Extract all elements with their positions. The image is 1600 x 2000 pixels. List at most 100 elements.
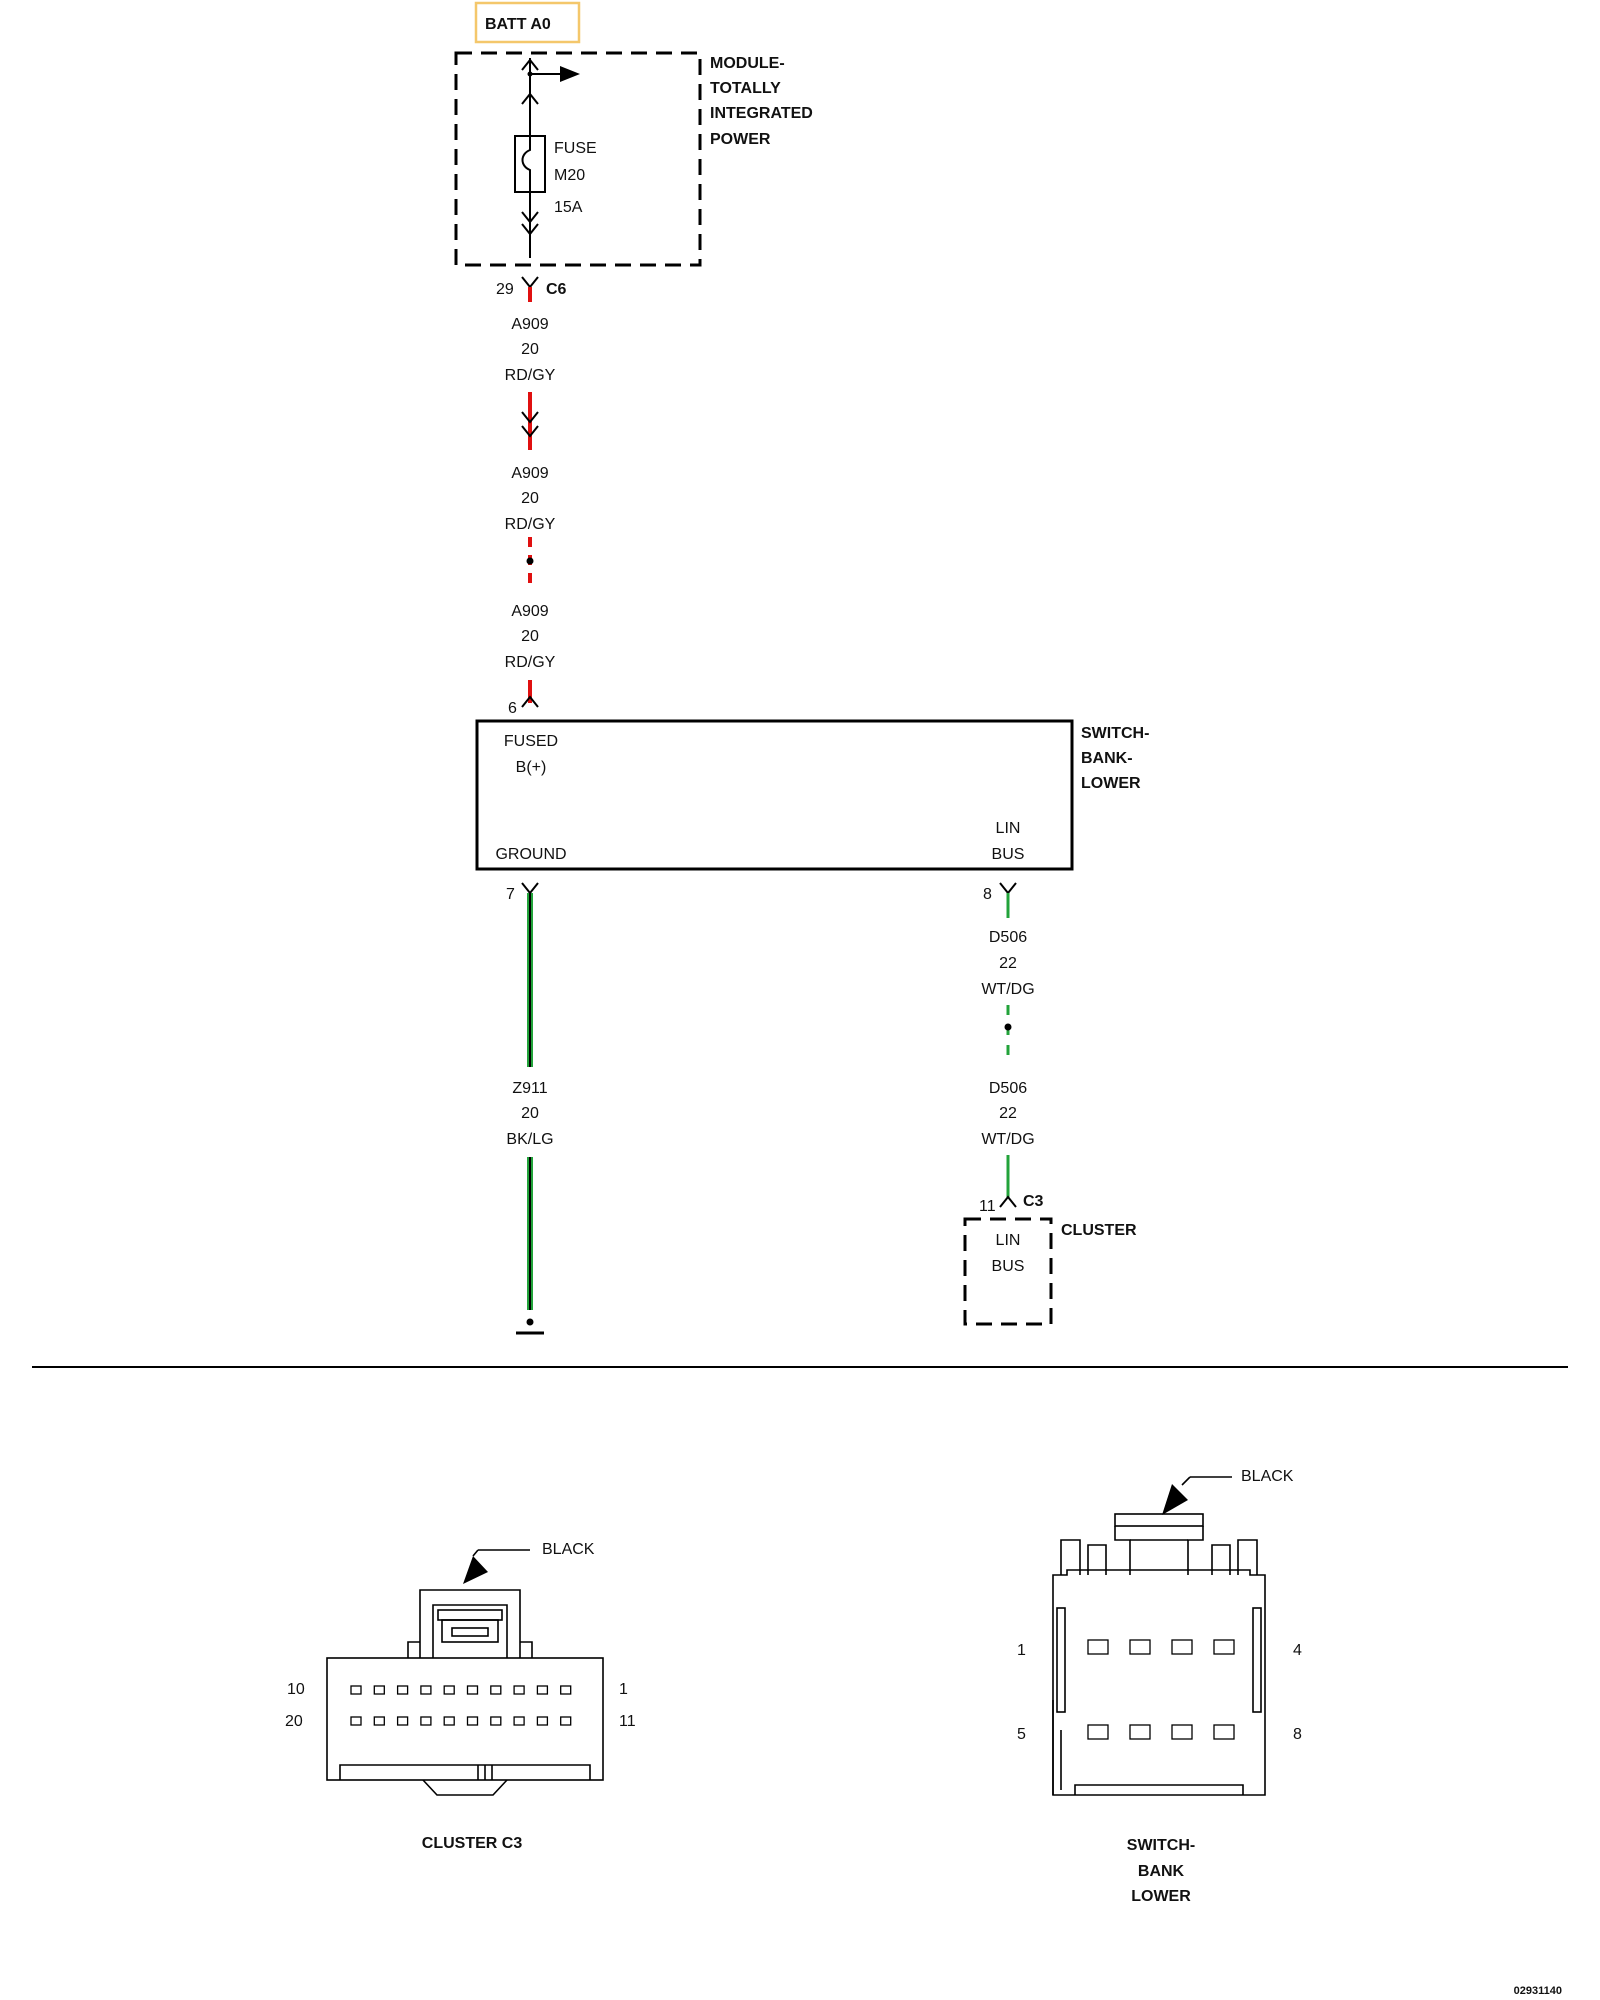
c3-pin-cavity — [396, 1685, 409, 1695]
c3-pin-cavity — [536, 1685, 549, 1695]
switch-lin-bus-label: LIN BUS — [992, 820, 1025, 863]
splice-dot — [526, 557, 534, 565]
black-pointer-arrow-2 — [1162, 1484, 1188, 1515]
c3-pin-cavity — [536, 1716, 549, 1726]
svg-text:LIN: LIN — [996, 1232, 1021, 1249]
c6-name: C6 — [546, 281, 567, 298]
svg-text:MODULE-: MODULE- — [710, 55, 785, 72]
tipm-box — [454, 51, 702, 267]
svg-text:WT/DG: WT/DG — [981, 981, 1034, 998]
svg-text:TOTALLY: TOTALLY — [710, 80, 781, 97]
wire-a909-label-1: A909 20 RD/GY — [505, 316, 556, 384]
sb-pin-cavity — [1129, 1724, 1151, 1740]
svg-text:Z911: Z911 — [512, 1080, 547, 1097]
c3-pin-cavity — [420, 1685, 432, 1695]
svg-text:15A: 15A — [554, 199, 583, 216]
cluster-lin-bus-label: LIN BUS — [992, 1232, 1025, 1275]
cluster-c3-face-view — [326, 1549, 604, 1796]
tipm-name: MODULE- TOTALLY INTEGRATED POWER — [710, 55, 813, 148]
svg-text:RD/GY: RD/GY — [505, 367, 556, 384]
c3-pin-cavity — [420, 1716, 432, 1726]
c3-title: CLUSTER C3 — [422, 1835, 523, 1852]
inline-connector-icon — [521, 411, 539, 438]
ground-icon — [516, 1318, 544, 1335]
c3-pin-cavity — [373, 1685, 385, 1695]
fused-b-plus-label: FUSED B(+) — [504, 733, 558, 776]
svg-text:BUS: BUS — [992, 846, 1025, 863]
c6-pin: 29 — [496, 281, 514, 298]
c3-pin-label-20: 20 — [285, 1713, 303, 1730]
c3-pin-cavity — [466, 1716, 479, 1726]
sb-pin-label-4: 4 — [1293, 1642, 1302, 1659]
cluster-connector-name: C3 — [1023, 1193, 1044, 1210]
sb-pin-cavity — [1213, 1724, 1235, 1740]
svg-text:SWITCH-: SWITCH- — [1081, 725, 1149, 742]
svg-text:LOWER: LOWER — [1081, 775, 1141, 792]
svg-text:D506: D506 — [989, 929, 1027, 946]
switch-bank-name: SWITCH- BANK- LOWER — [1081, 725, 1149, 792]
svg-text:A909: A909 — [511, 316, 548, 333]
svg-text:BANK: BANK — [1138, 1863, 1185, 1880]
svg-text:WT/DG: WT/DG — [981, 1131, 1034, 1148]
switch-bank-box — [475, 719, 1074, 871]
svg-text:SWITCH-: SWITCH- — [1127, 1837, 1195, 1854]
c6-connector-icon — [521, 276, 539, 289]
sb-pin-cavity — [1087, 1639, 1109, 1655]
wire-z911-label: Z911 20 BK/LG — [506, 1080, 553, 1148]
svg-text:22: 22 — [999, 955, 1017, 972]
splice-dot-lin — [1004, 1023, 1012, 1031]
svg-text:A909: A909 — [511, 465, 548, 482]
batt-box — [474, 1, 581, 44]
c3-pin-cavity — [513, 1716, 525, 1726]
svg-text:POWER: POWER — [710, 131, 771, 148]
svg-text:FUSE: FUSE — [554, 140, 597, 157]
wire-a909-label-3: A909 20 RD/GY — [505, 603, 556, 671]
svg-text:BUS: BUS — [992, 1258, 1025, 1275]
svg-text:D506: D506 — [989, 1080, 1027, 1097]
svg-text:INTEGRATED: INTEGRATED — [710, 105, 813, 122]
wire-d506-label-1: D506 22 WT/DG — [981, 929, 1034, 998]
fuse-label: FUSE M20 15A — [554, 140, 597, 216]
document-id: 02931140 — [1514, 1985, 1562, 1997]
c3-pin-label-11: 11 — [619, 1713, 636, 1730]
svg-text:20: 20 — [521, 490, 539, 507]
c3-pin-cavity — [513, 1685, 525, 1695]
svg-text:A909: A909 — [511, 603, 548, 620]
svg-text:BANK-: BANK- — [1081, 750, 1133, 767]
ground-label: GROUND — [495, 846, 566, 863]
svg-text:BK/LG: BK/LG — [506, 1131, 553, 1148]
svg-text:LOWER: LOWER — [1131, 1888, 1191, 1905]
svg-text:LIN: LIN — [996, 820, 1021, 837]
svg-text:20: 20 — [521, 341, 539, 358]
c3-pin-cavity — [443, 1685, 455, 1695]
c3-pin-cavity — [490, 1716, 502, 1726]
sb-pin-cavity — [1129, 1639, 1151, 1655]
sb-pin-label-1: 1 — [1017, 1642, 1026, 1659]
c3-pin-label-1: 1 — [619, 1681, 628, 1698]
c3-pin-cavity — [490, 1685, 502, 1695]
c3-pin-cavity — [373, 1716, 385, 1726]
sb-pin-cavity — [1087, 1724, 1109, 1740]
svg-text:22: 22 — [999, 1105, 1017, 1122]
svg-text:M20: M20 — [554, 167, 585, 184]
c3-pin-label-10: 10 — [287, 1681, 305, 1698]
c3-black-label: BLACK — [542, 1541, 595, 1558]
c3-pin-cavity — [396, 1716, 409, 1726]
switch-bank-face-view — [1052, 1476, 1266, 1796]
switch-pin-lin: 8 — [983, 886, 992, 903]
sb-pin-cavity — [1213, 1639, 1235, 1655]
cluster-pin: 11 — [979, 1198, 996, 1215]
sb-pin-cavity — [1171, 1639, 1193, 1655]
c3-pin-cavity — [350, 1716, 362, 1726]
sb-pin-label-8: 8 — [1293, 1726, 1302, 1743]
svg-text:20: 20 — [521, 1105, 539, 1122]
tipm-output-arrow — [560, 66, 580, 82]
svg-text:RD/GY: RD/GY — [505, 654, 556, 671]
c3-pin-cavity — [466, 1685, 479, 1695]
wire-d506-label-2: D506 22 WT/DG — [981, 1080, 1034, 1148]
svg-text:RD/GY: RD/GY — [505, 516, 556, 533]
sb-pin-label-5: 5 — [1017, 1726, 1026, 1743]
cluster-name: CLUSTER — [1061, 1222, 1137, 1239]
c3-pin-cavity — [560, 1685, 572, 1695]
